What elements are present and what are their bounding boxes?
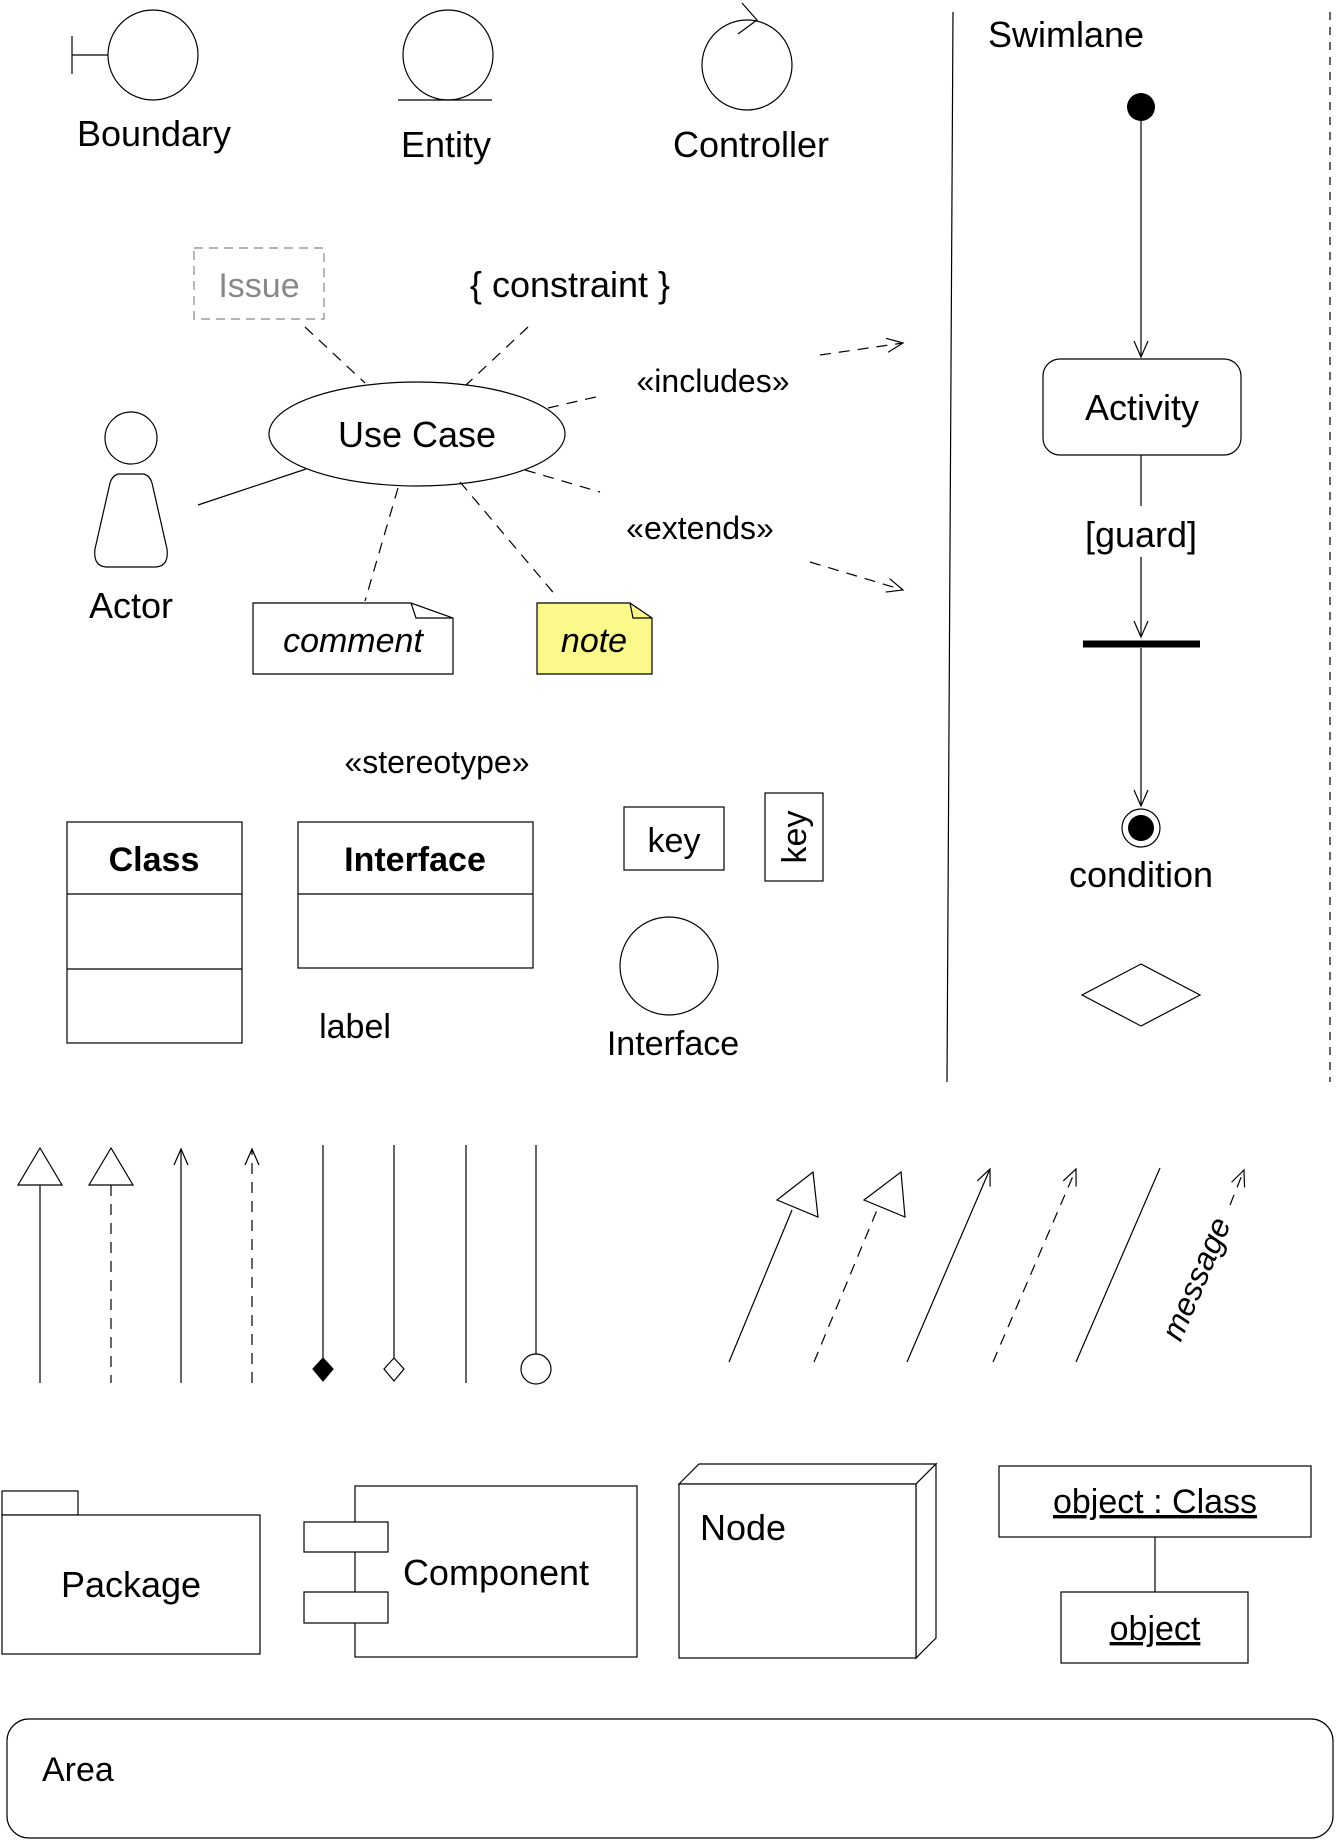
issue-connector[interactable] (304, 326, 366, 384)
aggregation-line[interactable] (383, 1145, 405, 1382)
generalization-line[interactable] (16, 1146, 64, 1383)
issue-box[interactable] (193, 247, 325, 320)
package-shape[interactable] (1, 1490, 261, 1655)
comment-box[interactable] (252, 602, 454, 675)
plain-diagonal[interactable] (1075, 1167, 1161, 1363)
comment-connector[interactable] (364, 487, 399, 602)
stereotype-label: «stereotype» (344, 744, 529, 780)
constraint-label: { constraint } (470, 264, 670, 305)
note-connector[interactable] (459, 481, 558, 598)
realization-diagonal[interactable] (813, 1170, 906, 1363)
extends-label: «extends» (626, 510, 774, 546)
component-label: Component (403, 1552, 589, 1593)
key-box[interactable] (623, 806, 725, 871)
boundary-label: Boundary (77, 113, 231, 154)
guard-label: [guard] (1085, 514, 1197, 555)
interface-circle-icon[interactable] (619, 916, 719, 1016)
key-label: key (648, 822, 701, 860)
controller-label: Controller (673, 124, 829, 165)
actor-icon[interactable] (94, 411, 168, 568)
interface-circle-label: Interface (607, 1025, 739, 1063)
actor-label: Actor (89, 585, 173, 626)
decision-diamond-icon[interactable] (1080, 963, 1202, 1027)
activity-box[interactable] (1042, 358, 1242, 456)
area-shape[interactable] (6, 1718, 1334, 1839)
extends-arrow[interactable] (809, 561, 905, 593)
constraint-connector[interactable] (465, 326, 529, 386)
actor-association[interactable] (197, 468, 307, 506)
note-label: note (561, 622, 627, 660)
activity-label: Activity (1085, 387, 1199, 428)
dependency-diagonal[interactable] (992, 1167, 1077, 1363)
comment-label: comment (283, 622, 424, 660)
key-box-vertical[interactable] (764, 792, 824, 882)
node-label: Node (700, 1507, 786, 1548)
realization-line[interactable] (87, 1146, 135, 1383)
key-vertical-label: key (776, 811, 814, 864)
message-arrow[interactable] (1229, 1168, 1246, 1206)
interface-box[interactable] (297, 821, 534, 969)
message-label: message (1154, 1212, 1238, 1346)
condition-label: condition (1069, 854, 1213, 895)
label-text: label (319, 1008, 391, 1046)
component-shape[interactable] (303, 1485, 638, 1658)
ball-line[interactable] (520, 1145, 552, 1385)
object-class-box[interactable] (998, 1465, 1312, 1538)
initial-node-icon[interactable] (1127, 93, 1155, 121)
boundary-icon[interactable] (71, 9, 199, 101)
swimlane-label: Swimlane (988, 14, 1144, 55)
area-label: Area (42, 1751, 114, 1789)
class-box[interactable] (66, 821, 243, 1044)
swimlane-divider[interactable] (946, 11, 954, 1083)
object-class-label: object : Class (1053, 1483, 1257, 1521)
node-shape[interactable] (677, 1462, 938, 1660)
includes-line-a[interactable] (547, 395, 601, 409)
composition-line[interactable] (312, 1145, 334, 1382)
package-label: Package (61, 1564, 201, 1605)
association-diagonal[interactable] (906, 1167, 991, 1363)
includes-label: «includes» (637, 363, 790, 399)
extends-line-a[interactable] (524, 469, 601, 493)
use-case-ellipse[interactable] (268, 381, 566, 487)
final-node-icon[interactable] (1121, 808, 1161, 848)
generalization-diagonal[interactable] (728, 1170, 819, 1363)
entity-icon[interactable] (398, 9, 494, 101)
object-box[interactable] (1060, 1591, 1249, 1664)
controller-icon[interactable] (701, 2, 793, 111)
class-label: Class (109, 841, 200, 879)
use-case-label: Use Case (338, 414, 496, 455)
object-label: object (1110, 1610, 1201, 1648)
interface-box-label: Interface (344, 841, 486, 879)
note-box[interactable] (536, 602, 653, 675)
entity-label: Entity (401, 124, 491, 165)
issue-label: Issue (218, 267, 299, 305)
includes-arrow[interactable] (819, 337, 905, 356)
